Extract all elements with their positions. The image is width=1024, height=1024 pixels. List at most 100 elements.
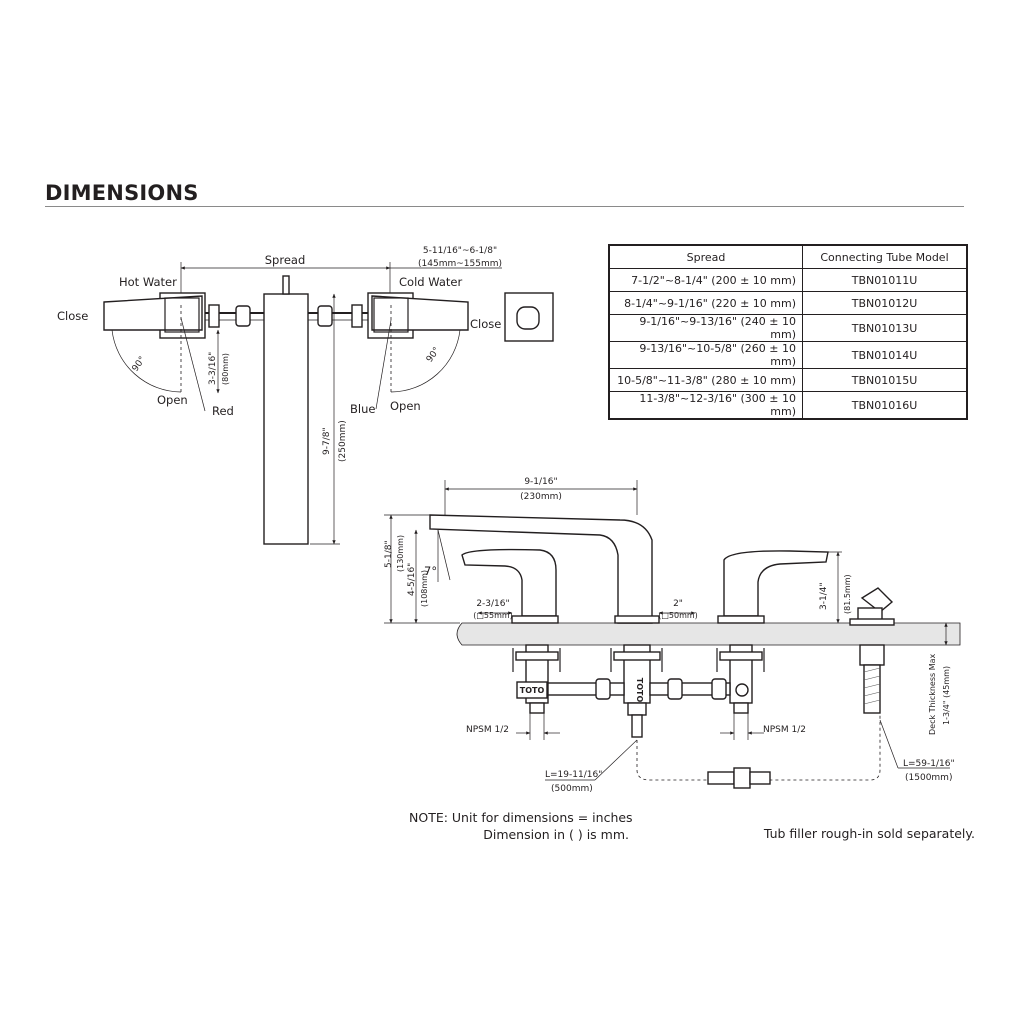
fitting: [208, 304, 220, 328]
hose-ridge: [863, 683, 881, 689]
connector-body: [707, 771, 735, 785]
table-row: 8-1/4"~9-1/16" (220 ± 10 mm)TBN01012U: [608, 291, 968, 315]
model-cell: TBN01014U: [802, 341, 968, 369]
hose-route: [636, 712, 881, 781]
cold-indicator: [735, 683, 749, 697]
spread-inch-label: 5-11/16"~6-1/8": [423, 246, 497, 256]
reach-inch-label: 9-1/16": [524, 477, 557, 487]
connecting-tube-left: [547, 682, 625, 696]
model-cell: TBN01015U: [802, 368, 968, 392]
connector-end: [749, 771, 771, 785]
height-inch-label: 5-1/8": [384, 540, 394, 568]
close-left-label: Close: [57, 309, 88, 323]
spread-cell: 9-13/16"~10-5/8" (260 ± 10 mm): [608, 341, 803, 369]
spout-base-mm: (□50mm): [658, 611, 698, 620]
brand-mark: TOTO: [520, 686, 545, 695]
angle-line: [437, 529, 451, 581]
spread-cell: 11-3/8"~12-3/16" (300 ± 10 mm): [608, 391, 803, 420]
red-leader: [180, 317, 206, 412]
close-right-label: Close: [470, 317, 501, 331]
spout-base: [614, 615, 660, 624]
npsm-left-label: NPSM 1/2: [466, 725, 509, 735]
red-label: Red: [212, 404, 234, 418]
npsm-right-label: NPSM 1/2: [763, 725, 806, 735]
tub-filler-knob: [516, 306, 540, 330]
model-cell: TBN01016U: [802, 391, 968, 420]
rotation-arc: [111, 329, 182, 393]
spout-inch-label: 9-7/8": [322, 427, 332, 455]
connector-nut: [733, 767, 751, 789]
mount-nut: [719, 651, 763, 661]
tube-nut: [667, 678, 683, 700]
table-row: 9-1/16"~9-13/16" (240 ± 10 mm)TBN01013U: [608, 314, 968, 342]
hot-handle-lever: [103, 295, 203, 331]
hose-ridge: [863, 675, 881, 681]
hose-ridge: [863, 667, 881, 673]
deck-thickness-label: Deck Thickness Max: [928, 653, 937, 735]
outlet-tube: [631, 714, 643, 738]
hose-ridge: [863, 691, 881, 697]
tub-filler-base: [504, 292, 554, 342]
table-row: 11-3/8"~12-3/16" (300 ± 10 mm)TBN01016U: [608, 391, 968, 420]
height-mm-label: (130mm): [396, 535, 405, 572]
hose-length-inch: L=59-1/16": [903, 759, 955, 769]
note-rough-in: Tub filler rough-in sold separately.: [763, 826, 975, 841]
model-cell: TBN01011U: [802, 268, 968, 292]
spread-cell: 9-1/16"~9-13/16" (240 ± 10 mm): [608, 314, 803, 342]
handle-mm-label: (80mm): [221, 353, 230, 385]
table-header-row: Spread Connecting Tube Model: [608, 244, 968, 269]
hot-angle-label: 90°: [131, 355, 148, 374]
fitting: [351, 304, 363, 328]
rotation-arc: [390, 329, 461, 393]
handle-base-mm: (□55mm): [473, 611, 513, 620]
mount-nut: [613, 651, 661, 661]
model-cell: TBN01012U: [802, 291, 968, 315]
right-valve-assembly: [716, 644, 765, 714]
open-left-label: Open: [157, 393, 188, 407]
spread-label: Spread: [265, 253, 306, 267]
left-handle-base: [511, 615, 559, 624]
fitting-nut: [317, 305, 333, 327]
hot-handle-cap: [164, 297, 200, 333]
header-tube-model: Connecting Tube Model: [802, 244, 968, 269]
filler-flange: [849, 618, 895, 626]
note-mm: Dimension in ( ) is mm.: [483, 827, 629, 842]
filler-hose: [863, 664, 881, 714]
reach-mm-label: (230mm): [520, 492, 562, 502]
hose-connector: [707, 767, 771, 789]
blue-label: Blue: [350, 402, 375, 416]
angle-label: 7°: [424, 564, 437, 578]
handle-height-inch: 3-1/4": [819, 582, 829, 610]
blue-leader: [375, 319, 392, 410]
tube-nut: [711, 678, 727, 700]
deck-surface: [456, 622, 961, 646]
center-valve-assembly: TOTO: [610, 644, 663, 738]
left-valve-assembly: TOTO: [512, 644, 561, 714]
outlet-inch-label: 4-5/16": [407, 563, 417, 596]
cold-water-label: Cold Water: [399, 275, 462, 289]
valve-label-plate: [516, 681, 548, 699]
inlet-fitting: [733, 702, 749, 714]
mount-nut: [515, 651, 559, 661]
connecting-tube-table: Spread Connecting Tube Model 7-1/2"~8-1/…: [608, 244, 968, 420]
spout-mm-label: (250mm): [338, 420, 348, 462]
tube-length-inch: L=19-11/16": [545, 770, 602, 780]
side-view-drawing: 9-1/16" (230mm) 5-1/8" (130mm) 4-5/16" (…: [384, 477, 961, 794]
spread-mm-label: (145mm~155mm): [418, 259, 502, 269]
top-view-drawing: Spread 5-11/16"~6-1/8" (145mm~155mm) Clo…: [57, 246, 554, 545]
spout-lever: [282, 275, 290, 295]
tub-filler-side: [849, 587, 895, 714]
left-handle-side: [461, 548, 557, 617]
open-right-label: Open: [390, 399, 421, 413]
hose-length-mm: (1500mm): [905, 773, 952, 783]
spout-base-inch: 2": [673, 599, 683, 609]
tube-leader: [594, 739, 638, 781]
brand-mark: TOTO: [635, 678, 644, 703]
cold-handle-lever: [371, 295, 469, 331]
model-cell: TBN01013U: [802, 314, 968, 342]
outlet-mm-label: (108mm): [420, 570, 429, 607]
handle-height-mm: (81.5mm): [843, 574, 852, 614]
cold-angle-label: 90°: [425, 346, 442, 365]
outlet-fitting: [627, 702, 647, 716]
tube-nut: [595, 678, 611, 700]
